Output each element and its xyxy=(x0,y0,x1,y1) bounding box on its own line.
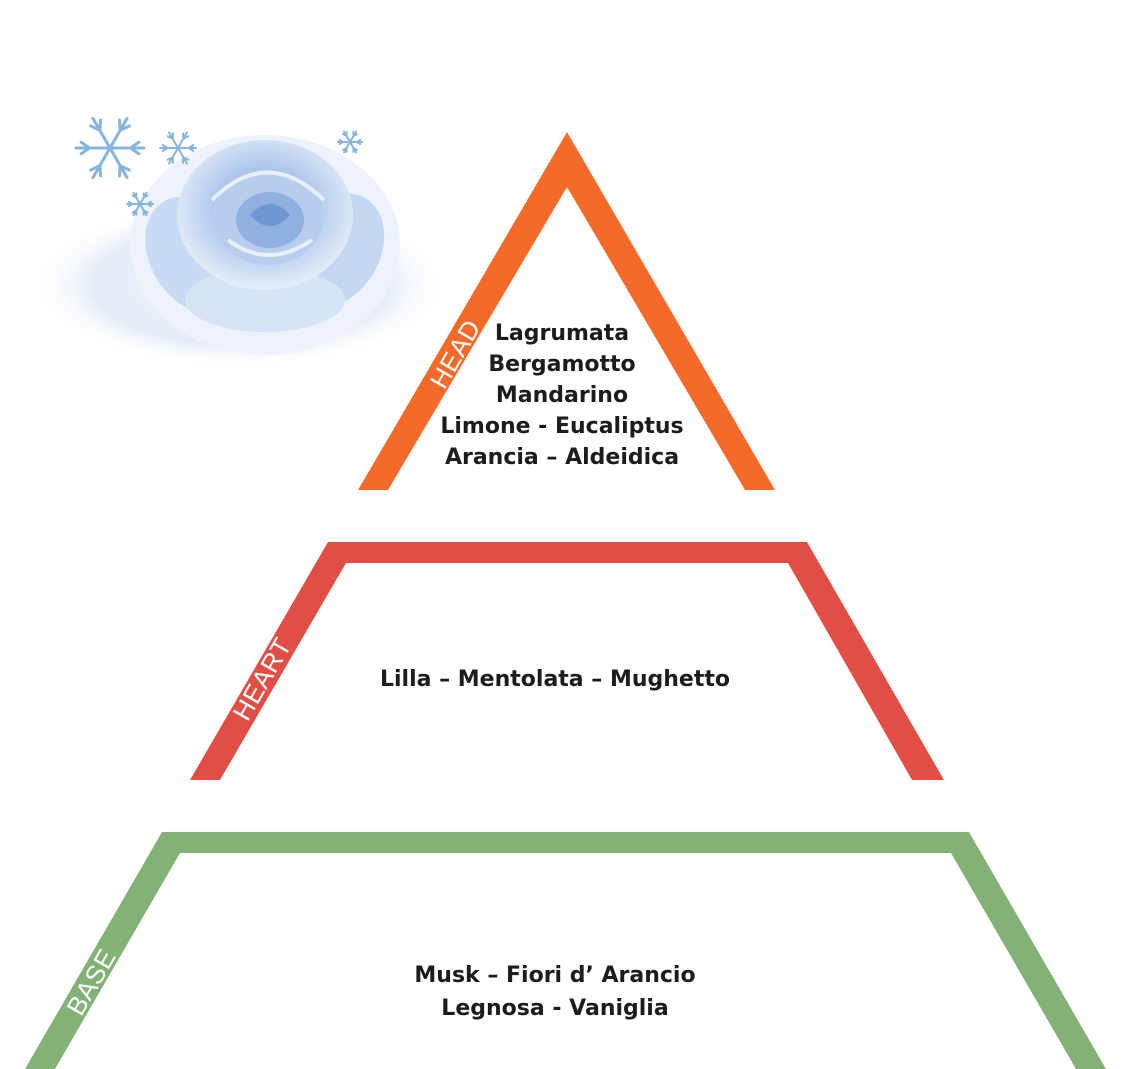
head-tier: HEAD Lagrumata Bergamotto Mandarino Limo… xyxy=(358,132,775,490)
base-tier: BASE Musk – Fiori d’ Arancio Legnosa - V… xyxy=(25,832,1106,1069)
snowflake-icon xyxy=(337,130,363,154)
snowflake-icon xyxy=(126,191,154,217)
snowflakes xyxy=(74,117,363,217)
heart-note: Lilla – Mentolata – Mughetto xyxy=(380,667,730,692)
head-note: Lagrumata xyxy=(495,321,629,346)
head-note: Arancia – Aldeidica xyxy=(445,445,679,470)
head-note: Mandarino xyxy=(496,383,628,408)
head-tier-label: HEAD xyxy=(424,314,487,393)
snowflake-icon xyxy=(74,117,146,179)
base-tier-outline xyxy=(25,832,1106,1069)
base-tier-label: BASE xyxy=(60,944,122,1021)
heart-tier-outline xyxy=(190,542,944,780)
base-note: Musk – Fiori d’ Arancio xyxy=(414,963,695,988)
frosted-blue-rose-icon xyxy=(30,135,450,370)
heart-tier: HEART Lilla – Mentolata – Mughetto xyxy=(190,542,944,780)
head-note: Bergamotto xyxy=(488,352,635,377)
base-note: Legnosa - Vaniglia xyxy=(441,996,668,1021)
heart-tier-label: HEART xyxy=(227,632,298,725)
head-tier-outline xyxy=(358,132,775,490)
head-notes: Lagrumata Bergamotto Mandarino Limone - … xyxy=(440,321,683,470)
rose-petals xyxy=(145,140,385,332)
head-note: Limone - Eucaliptus xyxy=(440,414,683,439)
snowflake-icon xyxy=(159,131,197,165)
